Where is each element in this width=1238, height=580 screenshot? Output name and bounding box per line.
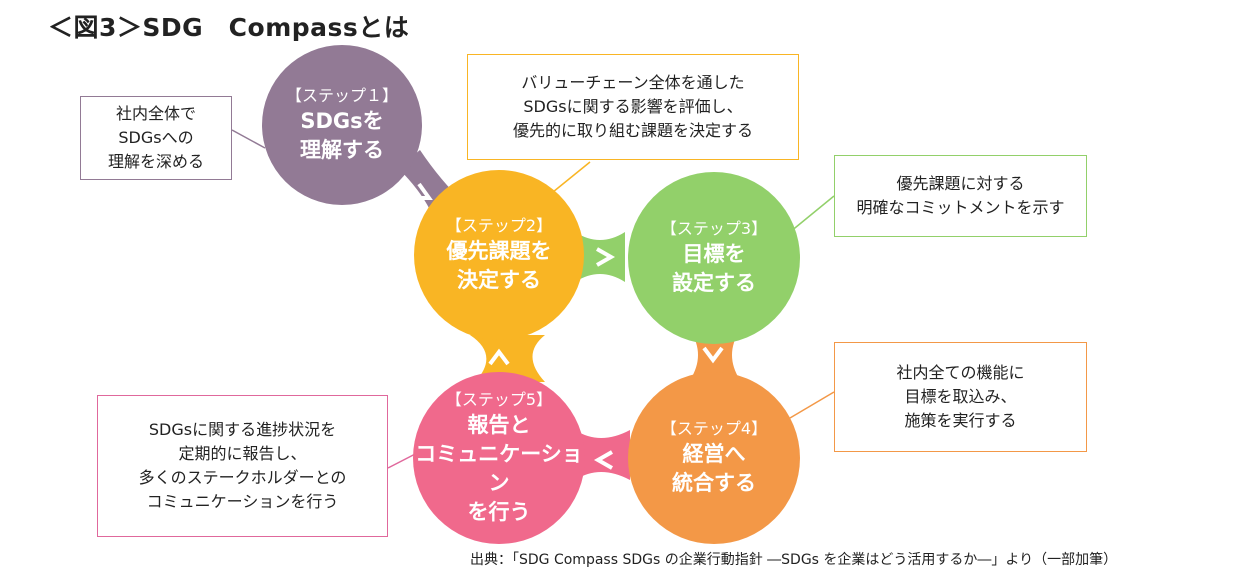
arrow-step4-to-step5-icon [593,450,613,470]
connector-step1 [231,129,266,149]
step3-number: 【ステップ3】 [660,219,768,238]
step2-circle [414,170,584,340]
arrow-step3-to-step4-icon [702,346,724,364]
step5-circle [413,372,585,544]
arrow-step2-to-step3-icon [596,247,616,267]
arrow-step5-to-step2-icon [488,348,510,366]
step3-circle [628,172,800,344]
callout-step4: 社内全ての機能に 目標を取込み、 施策を実行する [834,342,1087,452]
connector-step3 [789,195,835,233]
bridge-step4-step5 [575,430,630,480]
step5-number: 【ステップ5】 [445,390,553,409]
callout-step5: SDGsに関する進捗状況を 定期的に報告し、 多くのステークホルダーとの コミュ… [97,395,388,537]
step1-circle [262,45,422,205]
step3-label: 【ステップ3】 目標を 設定する [628,206,800,310]
step1-name: SDGsを 理解する [300,109,384,162]
step4-label: 【ステップ4】 経営へ 統合する [628,406,800,510]
step5-name: 報告と コミュニケーション を行う [415,413,583,524]
step2-name: 優先課題を 決定する [446,239,552,292]
bridge-step2-step3 [575,232,625,282]
callout-step2: バリューチェーン全体を通した SDGsに関する影響を評価し、 優先的に取り組む課… [467,54,799,160]
source-citation: 出典：「SDG Compass SDGs の企業行動指針 ―SDGs を企業はど… [470,552,1118,568]
step4-name: 経営へ 統合する [672,442,756,495]
page-title: ＜図3＞SDG Compassとは [48,13,410,42]
step3-name: 目標を 設定する [672,242,756,295]
callout-step3: 優先課題に対する 明確なコミットメントを示す [834,155,1087,237]
step4-circle [628,372,800,544]
callout-step1: 社内全体で SDGsへの 理解を深める [80,96,232,180]
step5-label: 【ステップ5】 報告と コミュニケーション を行う [405,390,593,524]
step2-number: 【ステップ2】 [445,216,553,235]
connector-step2 [552,161,591,193]
step4-number: 【ステップ4】 [660,419,768,438]
bridge-step5-step2 [470,335,545,382]
arrow-step1-to-step2-icon [413,182,433,200]
connector-step4 [789,391,835,419]
step1-number: 【ステップ１】 [285,86,398,105]
step1-label: 【ステップ１】 SDGsを 理解する [262,75,422,175]
step2-label: 【ステップ2】 優先課題を 決定する [414,203,584,307]
